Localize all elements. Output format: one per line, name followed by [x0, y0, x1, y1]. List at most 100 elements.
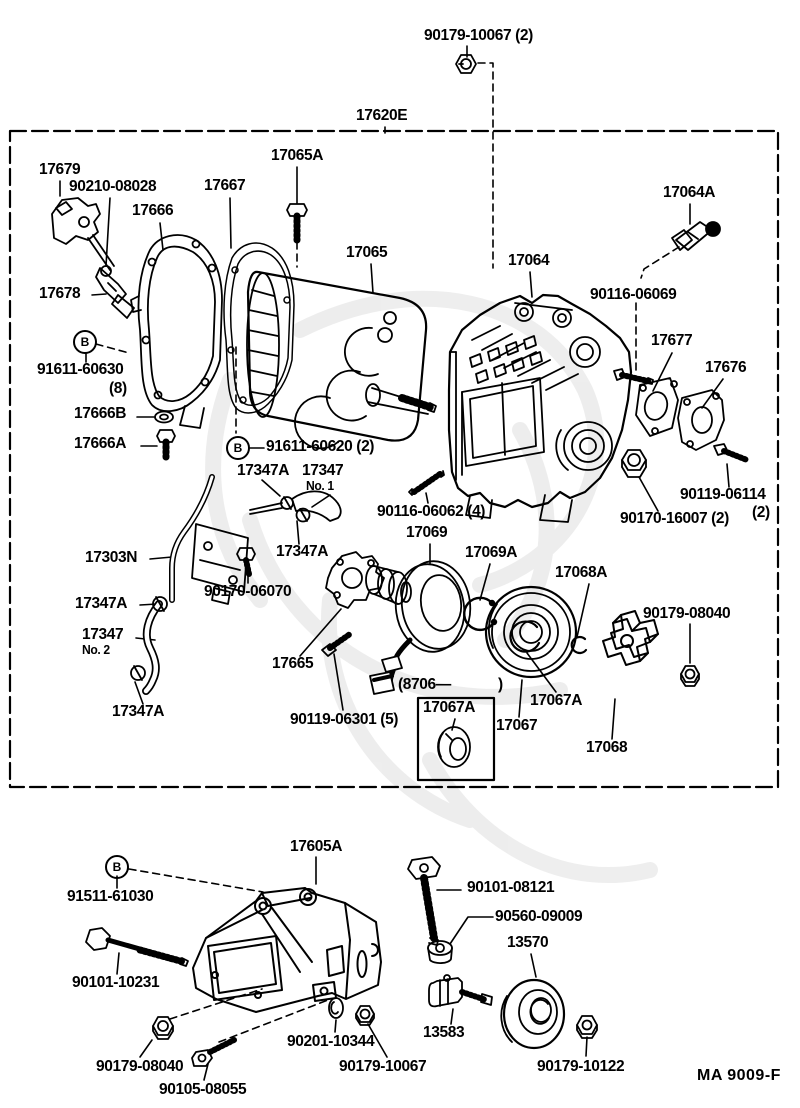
part-label-17666b: 17666B [74, 405, 127, 422]
nut-90170-16007 [621, 449, 647, 478]
sensor-17679 [51, 197, 115, 271]
bolt-90119-06114 [713, 443, 750, 463]
part-label-9161160630: 91611-60630 [37, 361, 124, 378]
part-label-9010110231: 90101-10231 [72, 974, 160, 991]
tube-bracket-17303N [169, 474, 249, 605]
cover-17666 [130, 234, 223, 429]
ref-circle-b-0: B [73, 330, 97, 354]
part-label-no2: No. 2 [82, 643, 110, 657]
part-label-17665: 17665 [272, 655, 314, 672]
part-label-9011906114: 90119-06114 [680, 486, 766, 503]
nut-90179-10067-bottom [355, 1005, 375, 1026]
stud-90116-06062 [408, 470, 445, 496]
nut-90179-08040-bottom [152, 1016, 174, 1040]
ref-circle-b-2: B [105, 855, 129, 879]
part-label-9010108121: 90101-08121 [467, 879, 555, 896]
part-label-13570: 13570 [507, 934, 549, 951]
part-label-17678: 17678 [39, 285, 81, 302]
fitting-17064A [671, 221, 721, 251]
spacer-90560-09009 [427, 940, 453, 965]
washer-90201-10344 [328, 997, 344, 1019]
bolt-90101-08121 [407, 856, 441, 946]
nut-90179-10122 [576, 1015, 598, 1039]
part-label-17303n: 17303N [85, 549, 138, 566]
pulley-13570 [500, 978, 566, 1050]
part-label-9017910122: 90179-10122 [537, 1058, 625, 1075]
part-label-8: (8) [109, 380, 127, 397]
part-label-17620e: 17620E [356, 107, 408, 124]
part-label-17347: 17347 [82, 626, 124, 643]
part-label-17064: 17064 [508, 252, 550, 269]
part-label-17068: 17068 [586, 739, 628, 756]
part-label-17069: 17069 [406, 524, 448, 541]
part-label-90179100672: 90179-10067 (2) [424, 27, 533, 44]
part-label-9011606069: 90116-06069 [590, 286, 677, 303]
part-label-17679: 17679 [39, 161, 81, 178]
housing-17064 [447, 293, 633, 523]
part-label-9151161030: 91511-61030 [67, 888, 154, 905]
cover-17676 [677, 389, 725, 451]
valve-17678 [95, 265, 135, 319]
part-label-17347a: 17347A [237, 462, 290, 479]
bolt-90101-10231 [85, 927, 189, 967]
washer-17666B [154, 410, 174, 424]
part-label-9017908040: 90179-08040 [96, 1058, 184, 1075]
part-label-17677: 17677 [651, 332, 693, 349]
part-label-9010508055: 90105-08055 [159, 1081, 247, 1098]
part-label-17064a: 17064A [663, 184, 716, 201]
nut-90179-10067-top [455, 54, 477, 74]
pulley-17067 [484, 585, 578, 679]
part-label-17068a: 17068A [555, 564, 608, 581]
bolt-17065A [286, 203, 308, 244]
part-label-17676: 17676 [705, 359, 747, 376]
part-label-90119063015: 90119-06301 (5) [290, 711, 399, 728]
part-label-17069a: 17069A [465, 544, 518, 561]
adjuster-13583 [428, 974, 493, 1008]
ring-17068A [570, 635, 588, 655]
nut-90179-08040-upper [680, 665, 700, 687]
assembly-border [8, 129, 780, 789]
part-label-9017910067: 90179-10067 [339, 1058, 427, 1075]
coupling-17068 [602, 610, 659, 666]
part-label-17347a: 17347A [276, 543, 329, 560]
part-label-2: (2) [752, 504, 770, 521]
part-label-17065a: 17065A [271, 147, 324, 164]
bolt-17666A [156, 429, 176, 461]
part-label-13583: 13583 [423, 1024, 465, 1041]
part-label-8706: (8706— [398, 676, 451, 693]
bracket-17605A [192, 887, 382, 1013]
part-label-no1: No. 1 [306, 479, 334, 493]
part-label-90116060624: 90116-06062 (4) [377, 503, 486, 520]
hose-17347-no2 [130, 596, 168, 695]
gasket-17677 [635, 377, 679, 437]
ref-circle-b-1: B [226, 436, 250, 460]
part-label-17065: 17065 [346, 244, 388, 261]
part-label-17347: 17347 [302, 462, 344, 479]
part-label-17067a: 17067A [530, 692, 583, 709]
part-label-17347a: 17347A [75, 595, 128, 612]
part-label-17667: 17667 [204, 177, 246, 194]
part-label-9056009009: 90560-09009 [495, 908, 583, 925]
rotor-assembly-17065 [246, 270, 437, 450]
coil-17069 [369, 560, 472, 695]
bolt-90105-08055 [191, 1037, 237, 1067]
part-label-17666: 17666 [132, 202, 174, 219]
seal-box-17067A [416, 696, 496, 782]
drawing-code: MA 9009-F [697, 1067, 781, 1084]
part-label-9021008028: 90210-08028 [69, 178, 157, 195]
hose-17347-no1 [249, 490, 342, 523]
part-label-17067a: 17067A [423, 699, 476, 716]
part-label-91611606202: 91611-60620 (2) [266, 438, 375, 455]
bolt-90119-06301 [321, 631, 353, 657]
gasket-17667 [223, 242, 295, 414]
part-label-17347a: 17347A [112, 703, 165, 720]
part-label-17666a: 17666A [74, 435, 127, 452]
bolt-90170-06070 [236, 547, 256, 577]
part-label-9017006070: 90170-06070 [204, 583, 292, 600]
part-label-9017908040: 90179-08040 [643, 605, 731, 622]
part-label-17605a: 17605A [290, 838, 343, 855]
part-label-: ) [498, 676, 503, 693]
